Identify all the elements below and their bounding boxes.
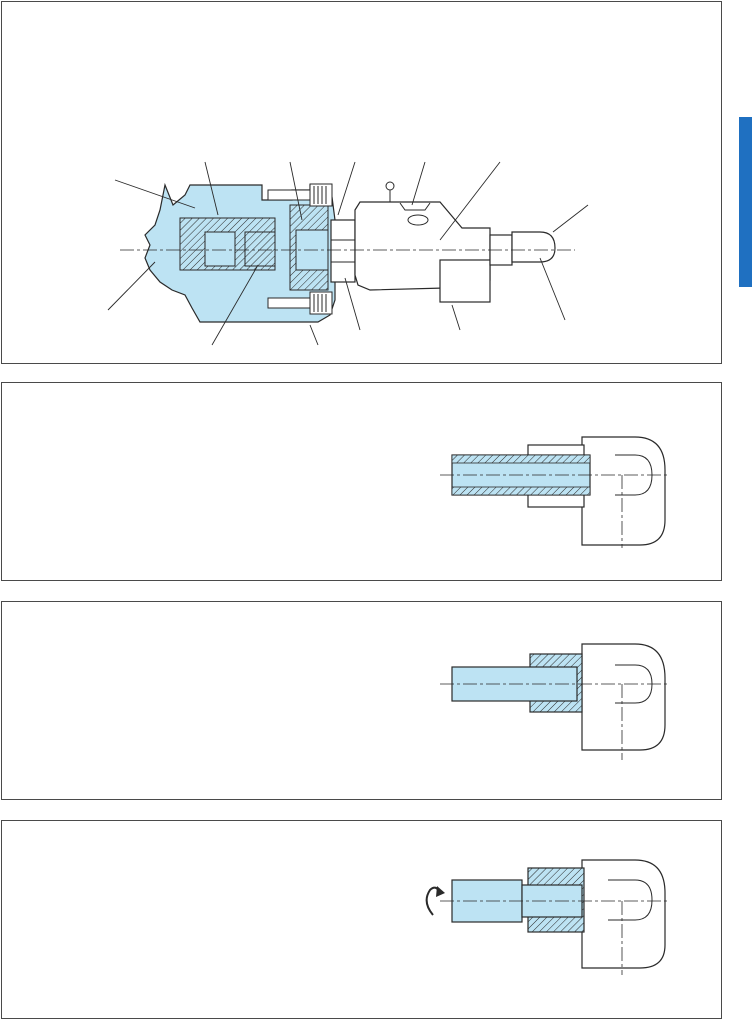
elbow-body-3	[581, 643, 666, 751]
step-2-drawing	[440, 643, 670, 760]
chapter-tab	[739, 117, 752, 287]
bolt-bottom	[267, 291, 333, 315]
ferrule-section	[244, 231, 276, 267]
elbow-body-4	[581, 859, 666, 969]
hex-nut	[330, 219, 356, 283]
step-1-drawing	[440, 436, 670, 548]
bolt-top	[267, 183, 333, 207]
elbow-fitting	[511, 231, 556, 263]
rotation-arrow-icon	[425, 886, 445, 916]
assembly-drawing	[107, 161, 589, 346]
leader-lines	[107, 161, 589, 346]
elbow-body-2	[581, 436, 666, 546]
